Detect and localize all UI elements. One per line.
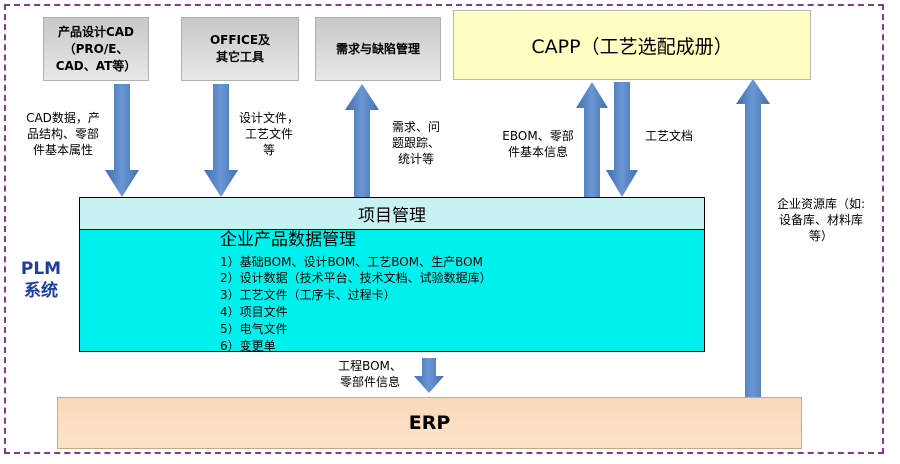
label-eng-bom: 工程BOM、 零部件信息 (338, 359, 402, 389)
arrow-req-up (345, 84, 379, 197)
enterprise-data-item-2: 2）设计数据（技术平台、技术文档、试验数据库） (220, 271, 492, 285)
cad-box-label: 产品设计CAD （PRO/E、 CAD、AT等） (55, 24, 137, 73)
cad-box: 产品设计CAD （PRO/E、 CAD、AT等） (43, 17, 149, 81)
enterprise-data-box: 企业产品数据管理 1）基础BOM、设计BOM、工艺BOM、生产BOM 2）设计数… (79, 229, 705, 352)
erp-box: ERP (57, 397, 802, 449)
arrow-cad-down (105, 84, 139, 197)
plm-system-label: PLM 系统 (20, 259, 62, 301)
capp-box: CAPP（工艺选配成册） (453, 10, 811, 80)
office-box-label: OFFICE及 其它工具 (209, 33, 271, 64)
enterprise-data-title: 企业产品数据管理 (220, 230, 356, 250)
label-resource-lib: 企业资源库（如: 设备库、材料库 等） (776, 197, 866, 243)
office-box: OFFICE及 其它工具 (181, 17, 299, 81)
arrow-ebom-up (576, 82, 608, 197)
system-boundary (4, 4, 884, 454)
label-design-files: 设计文件， 工艺文件 等 (238, 111, 299, 157)
label-process-docs: 工艺文档 (644, 129, 693, 143)
label-ebom: EBOM、零部 件基本信息 (502, 129, 574, 159)
enterprise-data-item-1: 1）基础BOM、设计BOM、工艺BOM、生产BOM (220, 255, 483, 269)
requirements-box-label: 需求与缺陷管理 (335, 41, 420, 56)
arrow-process-down (606, 82, 638, 197)
enterprise-data-item-6: 6）变更单 (220, 339, 276, 352)
enterprise-data-item-4: 4）项目文件 (220, 305, 288, 319)
label-req-tracking: 需求、问 题跟踪、 统计等 (391, 120, 440, 166)
erp-label: ERP (408, 412, 451, 434)
enterprise-data-item-3: 3）工艺文件（工序卡、过程卡） (220, 288, 396, 302)
arrow-engbom-down (414, 358, 444, 393)
arrow-office-down (204, 84, 238, 197)
project-management-label: 项目管理 (358, 206, 426, 226)
capp-label: CAPP（工艺选配成册） (531, 35, 733, 58)
requirements-box: 需求与缺陷管理 (315, 17, 441, 81)
label-cad-data: CAD数据，产 品结构、零部 件基本属性 (26, 111, 100, 157)
project-management-box: 项目管理 (79, 197, 705, 230)
enterprise-data-item-5: 5）电气文件 (220, 322, 288, 336)
arrow-resource-up (736, 79, 770, 397)
